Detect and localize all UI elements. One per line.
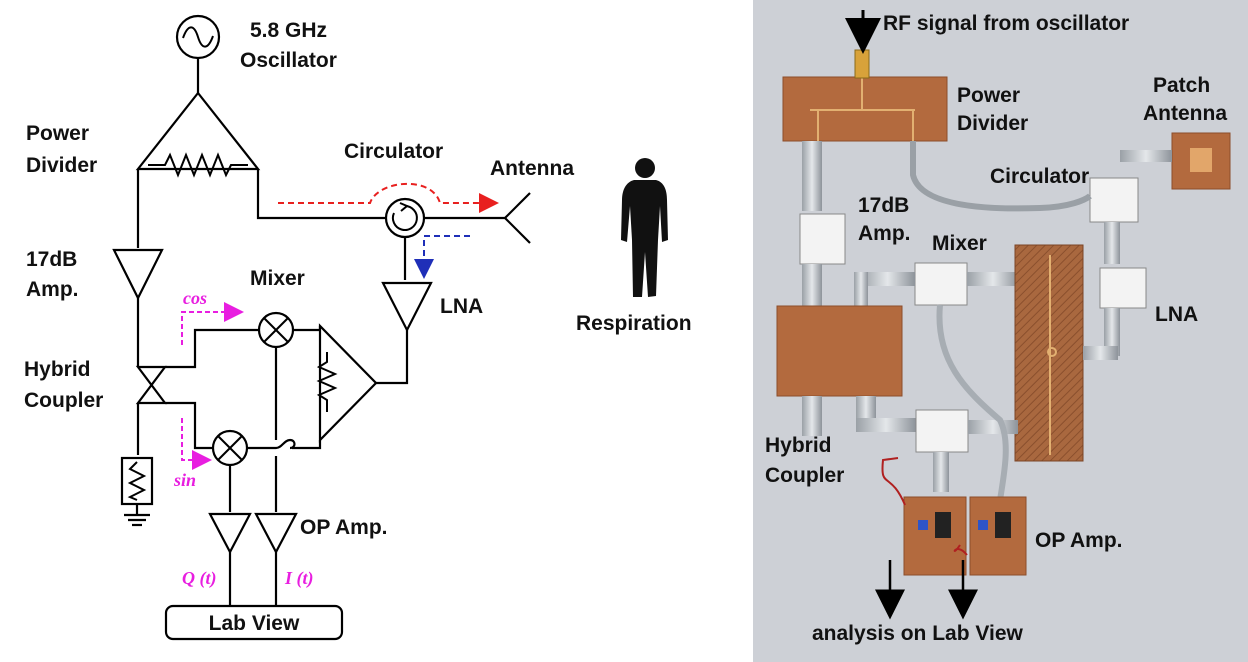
antenna-label: Antenna <box>490 157 574 180</box>
sin-label: sin <box>173 470 196 490</box>
termination-symbol <box>120 456 154 527</box>
op-amp-label: OP Amp. <box>300 516 388 539</box>
mixer-top-module <box>914 262 968 306</box>
photo-circulator-label: Circulator <box>990 165 1089 188</box>
mixer-bottom-symbol <box>211 429 249 467</box>
mixer-label: Mixer <box>250 267 305 290</box>
photo-mixer-label: Mixer <box>932 232 987 255</box>
op-amp-i-symbol <box>254 512 298 608</box>
op-amp-q-symbol <box>208 512 252 608</box>
lab-view-label: Lab View <box>209 612 300 635</box>
amp-symbol <box>112 248 164 367</box>
circulator-symbol <box>384 197 505 280</box>
cos-label: cos <box>183 288 207 308</box>
q-signal-label: Q (t) <box>182 568 217 589</box>
photo-op-amp-label: OP Amp. <box>1035 529 1123 552</box>
hybrid-coupler-symbol <box>135 328 258 455</box>
lab-view-box <box>164 604 344 641</box>
i-signal-label: I (t) <box>284 568 314 589</box>
oscillator-symbol <box>175 14 221 93</box>
circulator-label: Circulator <box>344 140 443 163</box>
sin-arrow <box>181 418 212 470</box>
rx-path-arrow <box>414 235 470 279</box>
lo-divider-symbol <box>316 323 409 443</box>
power-divider-symbol <box>135 91 261 178</box>
cos-arrow <box>181 302 244 345</box>
lna-symbol <box>381 281 433 333</box>
photo-analysis-label: analysis on Lab View <box>812 622 1024 645</box>
tx-path-arrow <box>278 182 499 213</box>
lna-module <box>1099 267 1147 309</box>
circulator-module <box>1089 177 1139 223</box>
rf-signal-label: RF signal from oscillator <box>883 12 1129 35</box>
mixer-top-symbol <box>257 311 295 349</box>
lna-label: LNA <box>440 295 483 318</box>
mixer-bottom-module <box>915 409 969 453</box>
hybrid-coupler-board <box>776 305 903 397</box>
photo-lna-label: LNA <box>1155 303 1198 326</box>
respiration-label: Respiration <box>576 312 692 335</box>
person-icon <box>621 158 668 297</box>
antenna-symbol <box>504 192 531 244</box>
